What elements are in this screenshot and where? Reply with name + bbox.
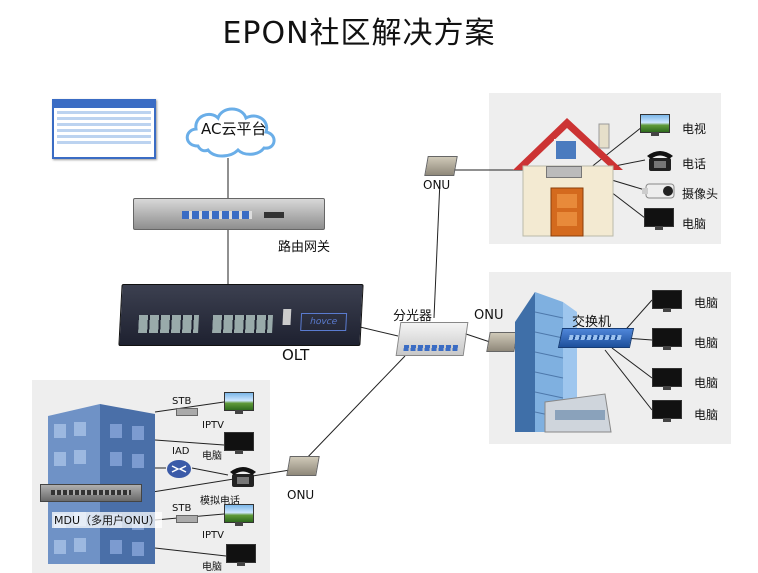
- computer-icon: [644, 208, 674, 230]
- home-gateway-icon: [546, 166, 582, 178]
- cloud-icon: [185, 107, 276, 158]
- computer-icon: [226, 544, 256, 566]
- pc-1-label: 电脑: [202, 451, 222, 462]
- pc-2-label: 电脑: [202, 562, 222, 573]
- router-icon: [133, 198, 325, 230]
- router-label: 路由网关: [278, 240, 331, 255]
- office-pc-3-label: 电脑: [694, 376, 719, 390]
- camera-icon: [642, 183, 675, 199]
- office-pc-4-label: 电脑: [694, 408, 719, 422]
- office-building-icon: [515, 292, 612, 433]
- analog-phone-label: 模拟电话: [200, 496, 240, 507]
- set-top-box-icon: [176, 515, 198, 523]
- stb-1-label: STB: [172, 396, 192, 407]
- office-pc-1-label: 电脑: [694, 296, 719, 310]
- onu-office-label: ONU: [474, 308, 504, 323]
- cloud-label: AC云平台: [201, 120, 267, 138]
- home-device-camera-label: 摄像头: [682, 187, 719, 201]
- computer-icon: [652, 400, 682, 422]
- iad-label: IAD: [172, 446, 190, 457]
- olt-icon: hovce: [118, 284, 364, 346]
- office-pc-2-label: 电脑: [694, 336, 719, 350]
- page-title: EPON社区解决方案: [222, 16, 496, 51]
- tv-icon: [224, 504, 254, 526]
- olt-label: OLT: [282, 346, 310, 364]
- switch-label: 交换机: [572, 315, 612, 330]
- tv-icon: [640, 114, 670, 136]
- mdu-switch-icon: [40, 484, 142, 502]
- telephone-icon: [647, 151, 673, 171]
- house-icon: [513, 118, 623, 237]
- telephone-icon: [230, 467, 256, 487]
- apartment-building-icon: [48, 404, 155, 564]
- set-top-box-icon: [176, 408, 198, 416]
- splitter-icon: [395, 322, 469, 356]
- switch-icon: [557, 328, 635, 348]
- computer-icon: [224, 432, 254, 454]
- home-device-phone-label: 电话: [682, 157, 707, 171]
- olt-brand-logo: hovce: [300, 313, 348, 331]
- monitor-screenshot-icon: [52, 99, 156, 159]
- computer-icon: [652, 368, 682, 390]
- computer-icon: [652, 290, 682, 312]
- onu-mdu-label: ONU: [287, 488, 315, 502]
- onu-home-label: ONU: [423, 178, 451, 192]
- onu-icon: [424, 156, 458, 176]
- iptv-2-label: IPTV: [202, 530, 224, 541]
- mdu-label: MDU（多用户ONU）: [52, 512, 162, 528]
- home-device-pc-label: 电脑: [682, 217, 707, 231]
- home-device-tv-label: 电视: [682, 122, 707, 136]
- splitter-label: 分光器: [393, 309, 433, 324]
- tv-icon: [224, 392, 254, 414]
- iptv-1-label: IPTV: [202, 420, 224, 431]
- onu-icon: [286, 456, 320, 476]
- computer-icon: [652, 328, 682, 350]
- stb-2-label: STB: [172, 503, 192, 514]
- iad-icon: [167, 460, 191, 478]
